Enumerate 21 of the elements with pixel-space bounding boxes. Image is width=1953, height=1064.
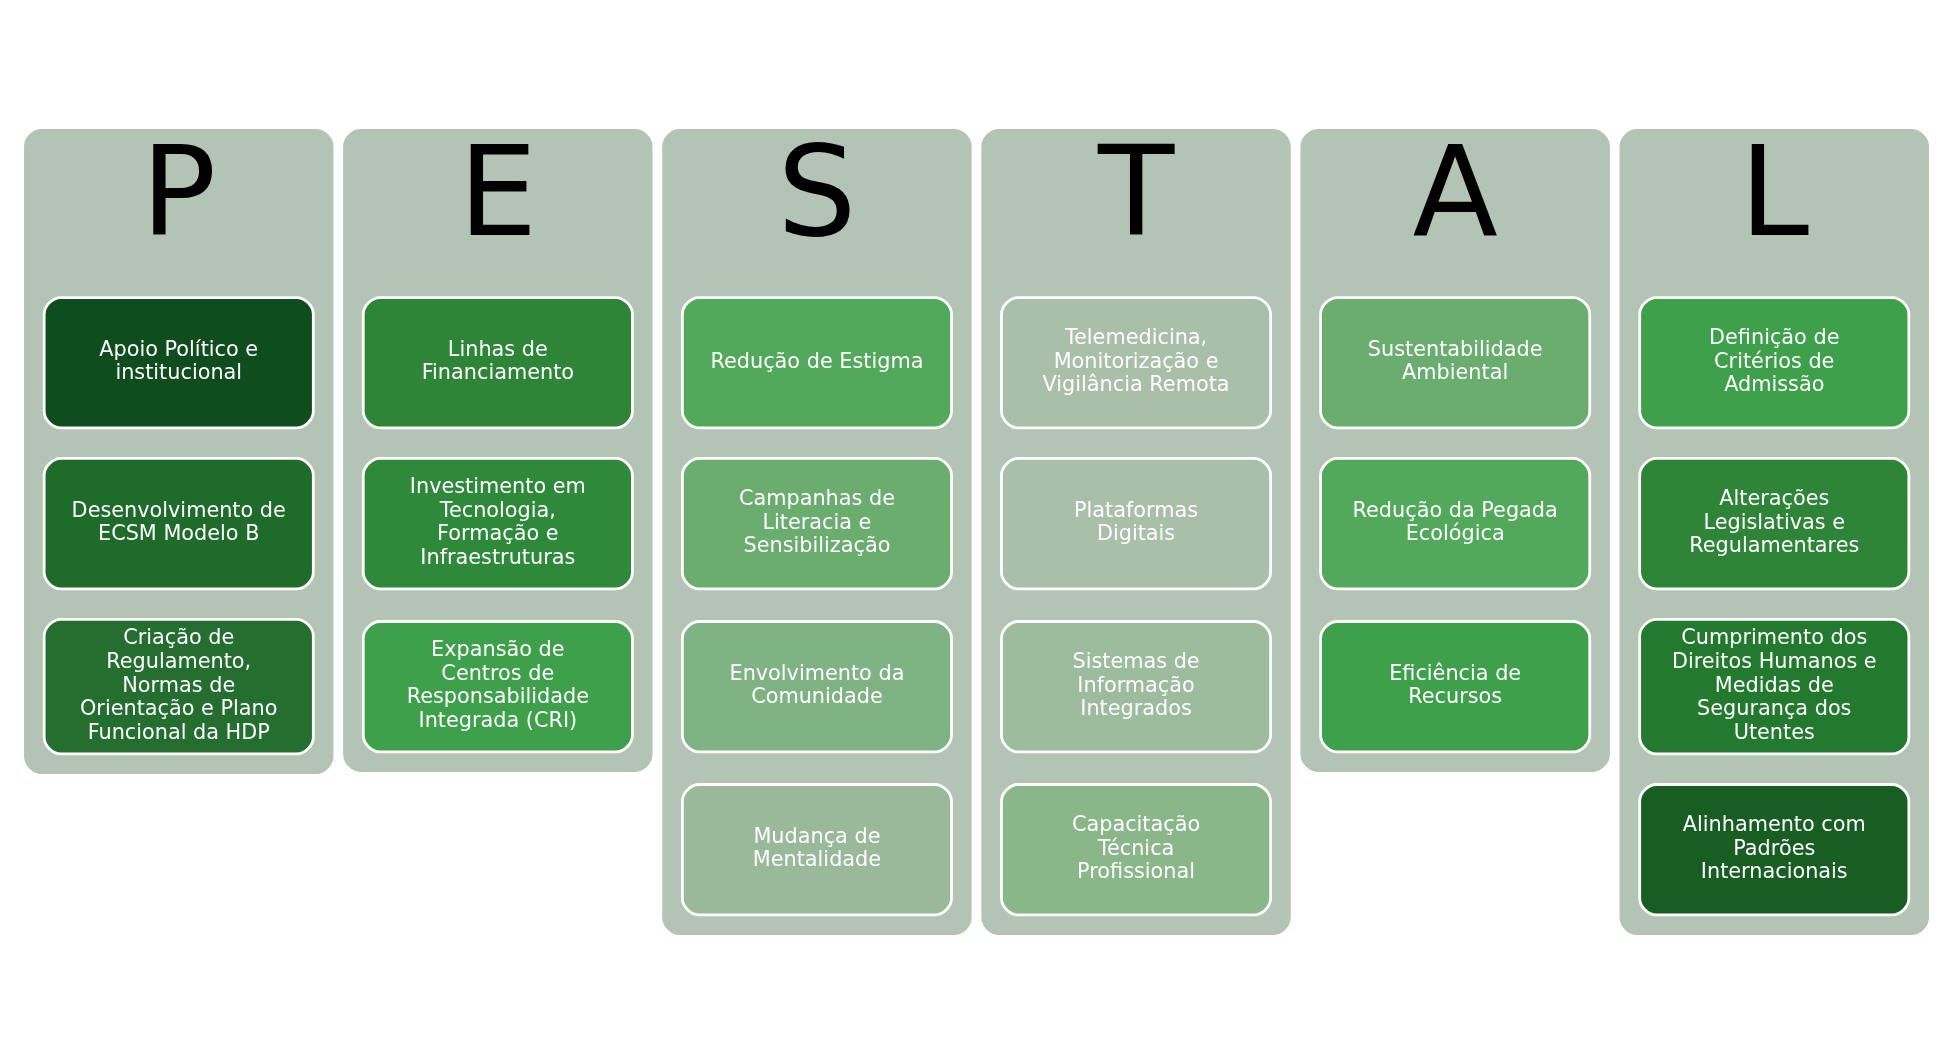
node-box: Expansão de Centros de Responsabilidade Integrada (CRI) — [361, 620, 634, 754]
node-box: Sistemas de Informação Integrados — [1000, 620, 1272, 754]
node-box: Envolvimento da Comunidade — [681, 620, 953, 754]
node-box: Criação de Regulamento, Normas de Orientação e Plano Funcional da HDP — [42, 618, 315, 756]
node-box: Redução da Pegada Ecológica — [1319, 457, 1592, 591]
node-box: Campanhas de Literacia e Sensibilização — [681, 457, 953, 591]
node-box: Linhas de Financiamento — [361, 296, 634, 430]
node-box: Eficiência de Recursos — [1319, 620, 1592, 754]
node-box: Alinhamento com Padrões Internacionais — [1638, 783, 1911, 917]
node-box: Alterações Legislativas e Regulamentares — [1638, 457, 1911, 591]
node-box: Capacitação Técnica Profissional — [1000, 783, 1272, 917]
node-box: Telemedicina, Monitorização e Vigilância Remota — [1000, 296, 1272, 430]
node-box: Cumprimento dos Direitos Humanos e Medidas de Segurança dos Utentes — [1638, 618, 1911, 756]
node-box: Sustentabilidade Ambiental — [1319, 296, 1592, 430]
node-box: Mudança de Mentalidade — [681, 783, 953, 917]
node-box: Apoio Político e institucional — [42, 296, 315, 430]
node-box: Investimento em Tecnologia, Formação e Infraestruturas — [361, 457, 634, 591]
node-box: Definição de Critérios de Admissão — [1638, 296, 1911, 430]
node-box: Redução de Estigma — [681, 296, 953, 430]
node-box: Plataformas Digitais — [1000, 457, 1272, 591]
node-box: Desenvolvimento de ECSM Modelo B — [42, 457, 315, 591]
